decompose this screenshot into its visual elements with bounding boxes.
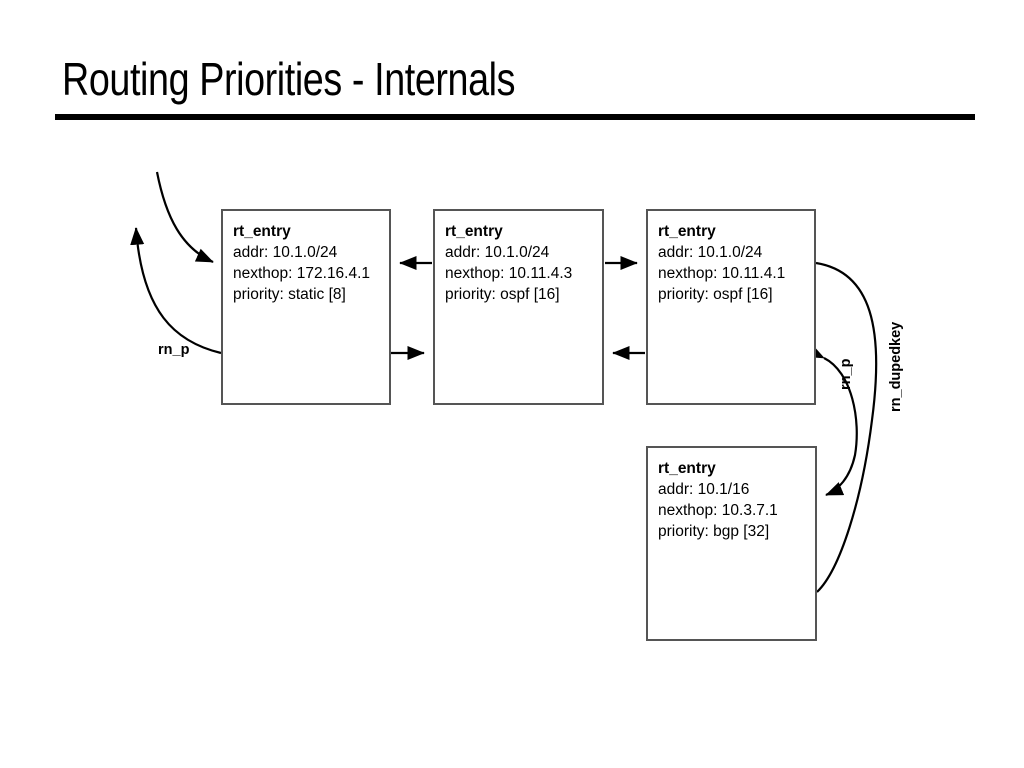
rt-entry-addr: addr: 10.1/16 [658, 481, 750, 498]
edge-label-rn-p-left: rn_p [158, 342, 190, 358]
rt-entry-priority: priority: ospf [16] [658, 286, 773, 303]
rt-entry-node-3[interactable]: rt_entry addr: 10.1.0/24 nexthop: 10.11.… [646, 209, 816, 405]
rt-entry-priority: priority: ospf [16] [445, 286, 560, 303]
rt-entry-node-4[interactable]: rt_entry addr: 10.1/16 nexthop: 10.3.7.1… [646, 446, 817, 641]
rt-entry-node-1[interactable]: rt_entry addr: 10.1.0/24 nexthop: 172.16… [221, 209, 391, 405]
rt-entry-addr: addr: 10.1.0/24 [658, 244, 763, 261]
rt-entry-addr: addr: 10.1.0/24 [233, 244, 338, 261]
rt-entry-addr: addr: 10.1.0/24 [445, 244, 550, 261]
rt-entry-node-2[interactable]: rt_entry addr: 10.1.0/24 nexthop: 10.11.… [433, 209, 604, 405]
rt-entry-title: rt_entry [658, 223, 716, 240]
rt-entry-nexthop: nexthop: 10.3.7.1 [658, 502, 778, 519]
edge-label-rn-dupedkey: rn_dupedkey [888, 321, 904, 412]
arrow-rn-dupedkey [815, 261, 878, 593]
page-title: Routing Priorities - Internals [62, 53, 516, 105]
arrow-parent-to-box1 [155, 171, 214, 264]
rt-entry-nexthop: nexthop: 10.11.4.3 [445, 265, 573, 282]
rt-entry-title: rt_entry [445, 223, 503, 240]
edge-label-rn-p-right: rn_p [838, 358, 854, 390]
rt-entry-priority: priority: static [8] [233, 286, 346, 303]
rt-entry-nexthop: nexthop: 172.16.4.1 [233, 265, 371, 282]
rt-entry-priority: priority: bgp [32] [658, 523, 770, 540]
rt-entry-title: rt_entry [658, 460, 716, 477]
title-underline-rule [55, 114, 975, 120]
arrow-rn-p-box1-up [130, 227, 222, 355]
rt-entry-nexthop: nexthop: 10.11.4.1 [658, 265, 786, 282]
rt-entry-title: rt_entry [233, 223, 291, 240]
